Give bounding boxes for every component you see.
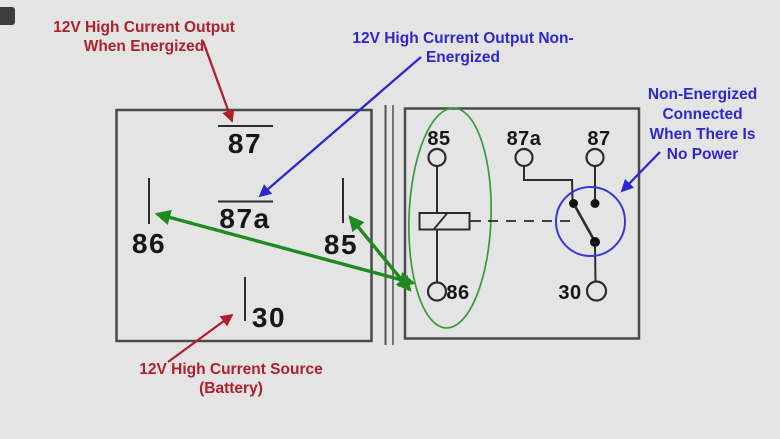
right-pin-87-label: 87 [587,128,611,150]
corner-mark [0,7,15,25]
left-pin-87a-label: 87a [219,203,271,234]
right-pin-85-label: 85 [427,128,451,150]
wire-contact-to-30 [594,246,597,282]
switch-arm [573,205,596,241]
left-pin-87-label: 87 [227,128,263,159]
annotation-non-energized-connected-line4: No Power [666,146,739,163]
left-pin-30-label: 30 [251,302,287,333]
terminal-30-circle [585,280,608,302]
terminal-86-circle [426,281,448,302]
arrow-source-to-30 [167,313,234,363]
annotation-energized-output-line2: When Energized [83,38,205,55]
annotation-non-energized-connected-line1: Non-Energized [647,86,758,103]
arrow-energized-to-87 [201,40,235,123]
terminal-87-circle [585,147,605,168]
annotation-current-source: 12V High Current Source (Battery) [121,360,341,398]
wire-87a-to-contact [523,166,574,201]
arrow-nonenergized-to-87a [258,56,422,198]
annotation-non-energized-connected: Non-Energized Connected When There Is No… [639,85,766,165]
annotation-current-source-line2: (Battery) [199,380,263,397]
arrow-nopower-to-switch [620,151,661,193]
right-pin-87a-label: 87a [506,128,542,150]
annotation-non-energized-output-line2: Energized [425,49,501,66]
terminal-85-circle [427,147,447,168]
left-pin-85-label: 85 [323,229,359,260]
arrow-coil-to-85 [348,215,412,292]
left-pin-86-label: 86 [131,228,167,259]
right-pin-86-label: 86 [446,282,470,304]
annotation-non-energized-output-line1: 12V High Current Output Non- [352,30,574,47]
right-pin-30-label: 30 [558,282,582,304]
terminal-87a-circle [514,147,534,168]
annotation-energized-output-line1: 12V High Current Output [53,19,235,36]
annotation-non-energized-connected-line2: Connected [662,106,743,123]
annotation-non-energized-output: 12V High Current Output Non- Energized [348,29,578,67]
contact-dot-87 [590,199,600,208]
annotation-current-source-line1: 12V High Current Source [139,361,323,378]
switch-highlight-circle [555,186,626,257]
coil-slash [433,212,448,230]
annotation-energized-output: 12V High Current Output When Energized [34,18,254,56]
annotation-non-energized-connected-line3: When There Is [649,126,756,143]
contact-dot-common [590,237,600,247]
